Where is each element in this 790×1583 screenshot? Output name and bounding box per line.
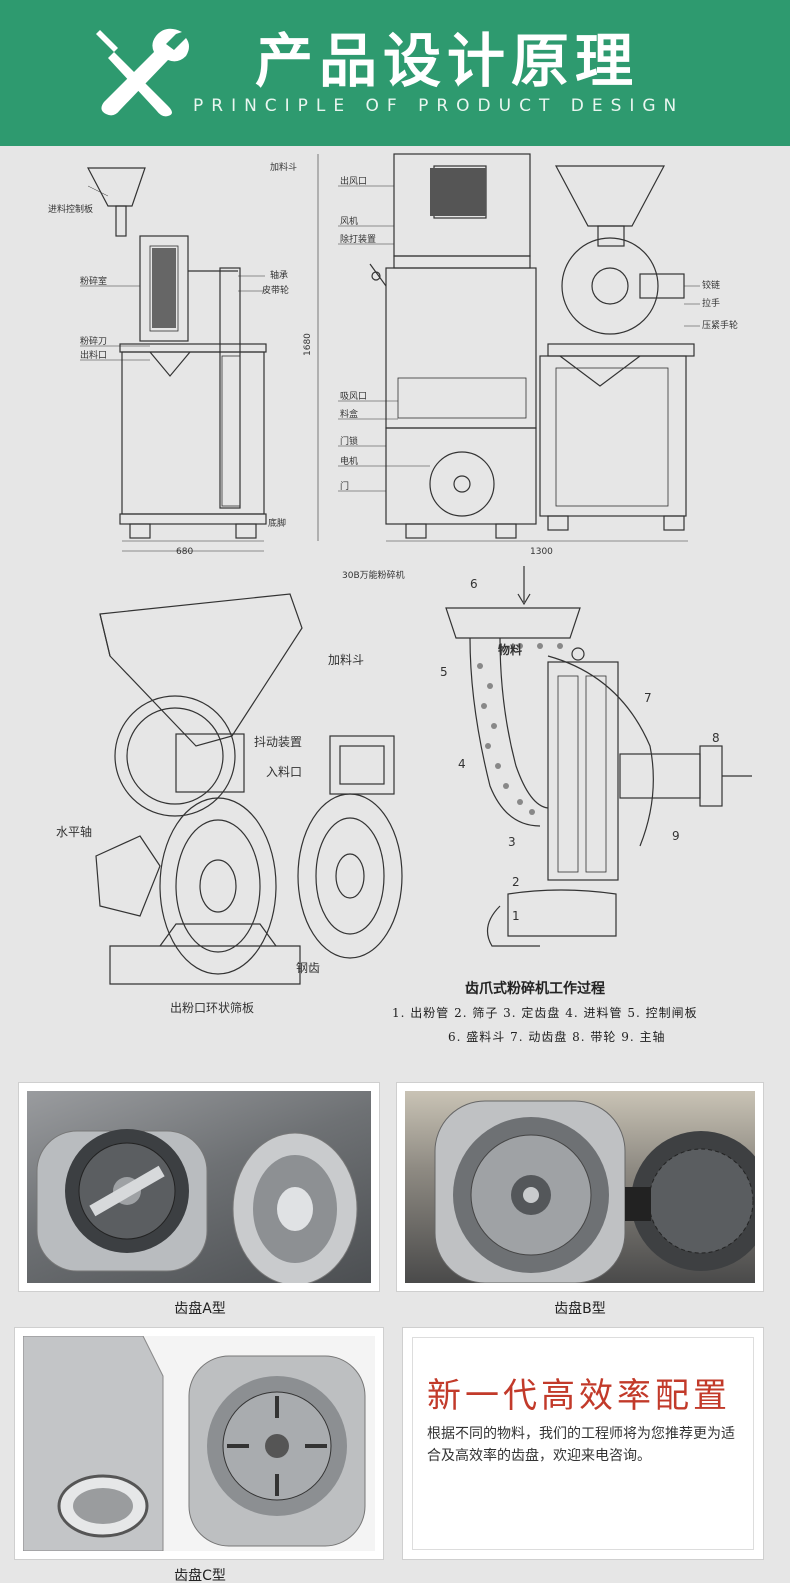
section-label-material: 物料: [498, 642, 522, 657]
promo-description: 根据不同的物料，我们的工程师将为您推荐更为适合及高效率的齿盘，欢迎来电咨询。: [427, 1426, 735, 1464]
label-pulley: 皮带轮: [262, 284, 289, 296]
iso-label-hopper: 加料斗: [328, 653, 364, 667]
label-box: 料盒: [340, 408, 358, 420]
caption-disc-b: 齿盘B型: [554, 1301, 606, 1317]
page-subtitle: PRINCIPLE OF PRODUCT DESIGN: [193, 96, 685, 116]
dim-width-right: 1300: [530, 547, 553, 557]
header-banner: 产品设计原理 PRINCIPLE OF PRODUCT DESIGN: [0, 0, 790, 146]
label-outlet: 出料口: [80, 349, 107, 361]
iso-label-screen: 出粉口环状筛板: [170, 1000, 254, 1015]
iso-label-teeth: 钢齿: [296, 961, 320, 975]
num-4: 4: [458, 757, 466, 771]
technical-drawings: 加料斗 进料控制板 粉碎室 轴承 皮带轮 粉碎刀 出料口 底脚 出风口 风机 除…: [0, 146, 790, 1066]
iso-label-shaker: 抖动装置: [254, 735, 302, 749]
promo-title: 新一代高效率配置: [427, 1376, 731, 1416]
num-2: 2: [512, 875, 520, 889]
label-bearing: 轴承: [270, 269, 288, 281]
dim-width-left: 680: [176, 547, 193, 557]
label-beater: 除打装置: [340, 233, 376, 245]
label-air-outlet: 出风口: [340, 175, 367, 187]
num-7: 7: [644, 691, 652, 705]
disc-a-image: [36, 1129, 358, 1283]
promo-frame: [412, 1337, 754, 1550]
label-base: 底脚: [268, 517, 286, 529]
photo-disc-b: [396, 1082, 764, 1292]
label-door: 门: [340, 480, 349, 492]
caption-disc-a: 齿盘A型: [174, 1301, 226, 1317]
num-8: 8: [712, 731, 720, 745]
disc-c-image: [23, 1336, 366, 1551]
legend-line-1: 1. 出粉管 2. 筛子 3. 定齿盘 4. 进料管 5. 控制闸板: [392, 1006, 698, 1020]
label-feed-control: 进料控制板: [48, 203, 93, 215]
caption-disc-c: 齿盘C型: [174, 1568, 226, 1583]
label-fan: 风机: [340, 215, 358, 227]
num-6: 6: [470, 577, 478, 591]
legend-line-2: 6. 盛料斗 7. 动齿盘 8. 带轮 9. 主轴: [448, 1030, 666, 1044]
label-hinge: 铰链: [702, 279, 720, 291]
label-lock: 门锁: [340, 435, 358, 447]
promo-card: 新一代高效率配置 根据不同的物料，我们的工程师将为您推荐更为适合及高效率的齿盘，…: [402, 1327, 764, 1560]
num-5: 5: [440, 665, 448, 679]
num-3: 3: [508, 835, 516, 849]
iso-label-inlet: 入料口: [266, 765, 302, 779]
label-handwheel: 压紧手轮: [702, 319, 738, 331]
label-motor: 电机: [340, 455, 358, 467]
dim-height: 1680: [303, 333, 313, 356]
photo-disc-c: [14, 1327, 384, 1560]
label-air-inlet: 吸风口: [340, 391, 367, 402]
num-9: 9: [672, 829, 680, 843]
num-1: 1: [512, 909, 520, 923]
drawing-canvas: 加料斗 进料控制板 粉碎室 轴承 皮带轮 粉碎刀 出料口 底脚 出风口 风机 除…: [48, 153, 752, 1015]
label-handle: 拉手: [702, 297, 720, 309]
section-title: 齿爪式粉碎机工作过程: [465, 981, 605, 997]
wrench-screwdriver-icon: [96, 28, 189, 117]
page-title: 产品设计原理: [255, 27, 640, 95]
photo-disc-a: [18, 1082, 380, 1292]
label-crush-chamber: 粉碎室: [80, 275, 107, 287]
iso-label-shaft: 水平轴: [56, 824, 92, 839]
disc-b-image: [434, 1100, 755, 1283]
label-hopper: 加料斗: [270, 161, 297, 173]
model-caption: 30B万能粉碎机: [342, 569, 405, 581]
label-blade: 粉碎刀: [80, 335, 107, 347]
